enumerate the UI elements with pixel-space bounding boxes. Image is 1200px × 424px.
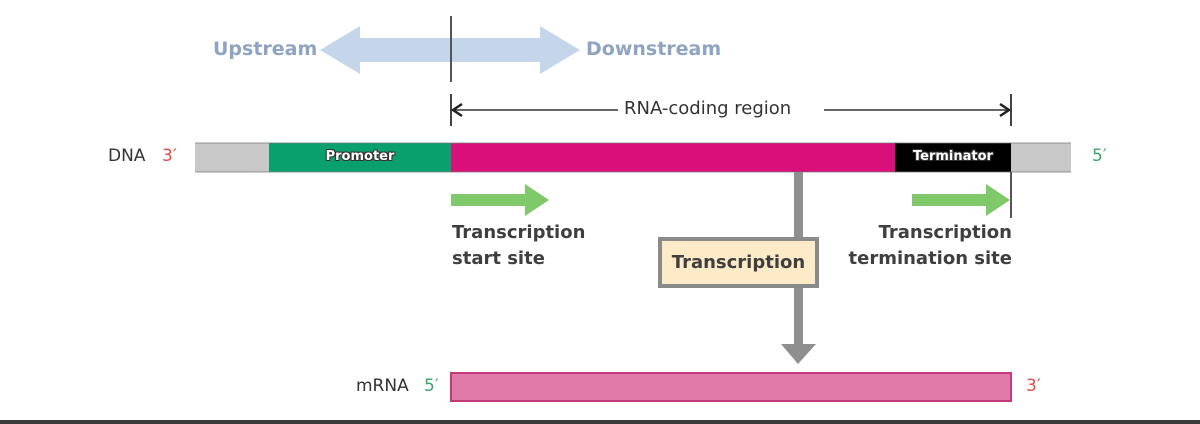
mrna-bar xyxy=(450,372,1012,402)
start-site-label-line1: Transcription xyxy=(452,222,586,243)
mrna-left-end-label: 5′ xyxy=(424,376,439,396)
dna-promoter xyxy=(269,143,451,172)
transcription-process-label: Transcription xyxy=(671,252,806,273)
coding-region-left-arrowhead xyxy=(450,102,463,118)
dna-flank-right xyxy=(1011,143,1071,172)
dna-left-end-label: 3′ xyxy=(162,146,177,166)
bottom-border xyxy=(0,420,1200,424)
mrna-right-end-label: 3′ xyxy=(1026,376,1041,396)
promoter-label: Promoter xyxy=(325,149,395,164)
downstream-label: Downstream xyxy=(586,38,722,60)
start-site-label: Transcription start site xyxy=(452,220,585,272)
start-site-arrow xyxy=(451,184,549,216)
transcription-flow-shaft-top xyxy=(794,172,803,238)
termination-site-arrow xyxy=(912,184,1010,216)
termination-site-label-line2: termination site xyxy=(848,248,1013,269)
coding-region-label: RNA-coding region xyxy=(624,98,792,119)
terminator-label: Terminator xyxy=(913,149,993,164)
termination-site-label: Transcription termination site xyxy=(840,220,1013,272)
upstream-label: Upstream xyxy=(213,38,318,60)
termination-site-label-line1: Transcription xyxy=(878,222,1012,243)
transcription-flow-arrowhead xyxy=(781,344,816,364)
coding-region-right-arrowhead xyxy=(999,102,1012,118)
dna-right-end-label: 5′ xyxy=(1092,146,1107,166)
transcription-flow-shaft-bottom xyxy=(794,286,803,344)
dna-coding-region xyxy=(451,143,896,172)
start-site-label-line2: start site xyxy=(452,248,545,269)
mrna-label: mRNA xyxy=(356,376,409,396)
dna-flank-left xyxy=(195,143,270,172)
dna-terminator xyxy=(895,143,1011,172)
dna-label: DNA xyxy=(108,146,146,166)
dna-bar xyxy=(195,142,1071,173)
transcription-box xyxy=(658,237,819,288)
